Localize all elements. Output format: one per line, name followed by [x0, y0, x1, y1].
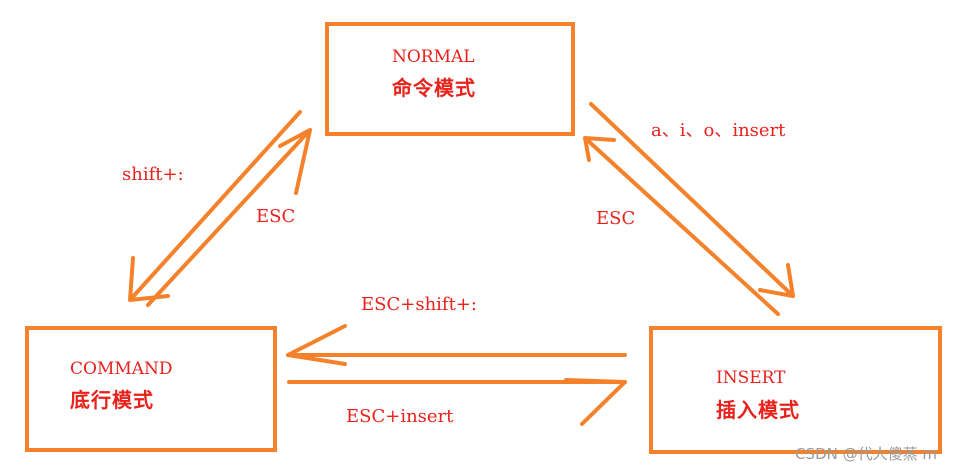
normal-label-zh: 命令模式: [392, 76, 476, 100]
label-normal-to-insert: a、i、o、insert: [651, 120, 786, 141]
arrow-insert-to-command: [286, 324, 627, 366]
label-insert-to-normal: ESC: [596, 208, 636, 229]
insert-label-en: INSERT: [716, 368, 786, 388]
watermark: CSDN @代人傻蒸 m: [795, 445, 937, 463]
state-insert-box: [649, 326, 942, 454]
arrow-command-to-insert: [287, 378, 627, 426]
arrow-normal-to-insert: [589, 102, 795, 298]
label-normal-to-command: shift+:: [122, 164, 184, 185]
label-command-to-normal: ESC: [256, 206, 296, 227]
command-label-en: COMMAND: [70, 359, 173, 379]
arrow-command-to-normal: [146, 128, 312, 307]
command-label-zh: 底行模式: [70, 388, 154, 412]
arrow-normal-to-command: [128, 110, 302, 302]
normal-label-en: NORMAL: [392, 47, 475, 67]
label-insert-to-command: ESC+shift+:: [361, 294, 477, 315]
state-command-box: [25, 326, 277, 452]
label-command-to-insert: ESC+insert: [346, 406, 454, 427]
arrow-insert-to-normal: [583, 136, 780, 316]
state-normal-box: [325, 22, 575, 136]
insert-label-zh: 插入模式: [716, 398, 800, 422]
